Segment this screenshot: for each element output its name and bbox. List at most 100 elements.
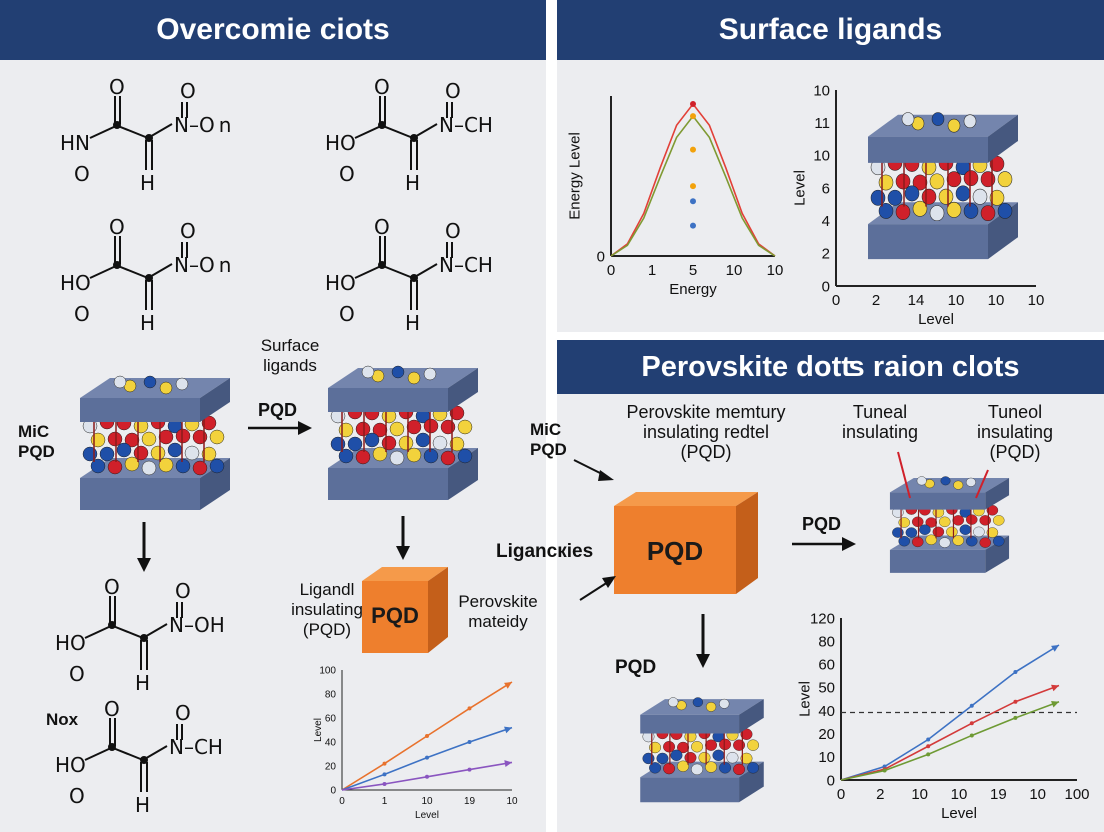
- atom: [175, 458, 191, 474]
- bottom-slab-side: [448, 448, 478, 500]
- bottom-slab-front: [640, 777, 740, 803]
- svg-text:O: O: [374, 75, 390, 99]
- top-slab-side: [200, 378, 230, 422]
- perovskite-crystal-3: [868, 112, 1018, 260]
- series-point: [425, 734, 429, 738]
- y-tick-label: 10: [818, 749, 835, 766]
- arrow-right-left: [248, 421, 312, 435]
- surface-atom: [407, 371, 421, 385]
- molecule-4: O N–CH O HO O H: [325, 215, 493, 335]
- atom: [381, 435, 397, 451]
- svg-text:O: O: [180, 219, 196, 243]
- y-tick-label: 40: [818, 703, 835, 720]
- y-tick-label: 50: [818, 680, 835, 697]
- y-tick-label: 2: [822, 246, 830, 263]
- atom: [90, 458, 106, 474]
- svg-text:O: O: [180, 79, 196, 103]
- atom: [440, 419, 456, 435]
- svg-text:N–O n: N–O n: [174, 253, 231, 277]
- x-tick-label: 0: [339, 796, 345, 807]
- energy-point: [690, 222, 696, 229]
- series-point: [926, 752, 931, 757]
- atom: [449, 436, 465, 452]
- pqd-cube-small-label: PQD: [371, 603, 419, 628]
- atom: [911, 536, 924, 548]
- surface-atom: [692, 697, 704, 708]
- atom: [992, 515, 1005, 526]
- top-slab-front: [889, 492, 986, 510]
- svg-text:O: O: [445, 219, 461, 243]
- atom: [733, 763, 746, 776]
- atom: [192, 429, 208, 445]
- nox-label: Nox: [46, 710, 79, 729]
- left-pqd-arrow-label: PQD: [258, 400, 298, 420]
- series-arrowhead: [1051, 684, 1059, 692]
- atom: [740, 752, 753, 765]
- atom: [116, 442, 132, 458]
- top-slab-side: [988, 114, 1018, 163]
- atom: [372, 446, 388, 462]
- series-point: [969, 721, 974, 726]
- svg-text:H: H: [140, 311, 155, 335]
- energy-point: [690, 101, 696, 107]
- tunnel-insulating-label-2: Tuneol insulating (PQD): [976, 402, 1054, 462]
- y-tick-label: 100: [319, 666, 336, 677]
- atom: [330, 436, 346, 452]
- series-point: [1013, 699, 1018, 704]
- bottom-slab-side: [985, 535, 1010, 573]
- x-tick-label: 10: [948, 292, 965, 309]
- atom: [979, 515, 991, 526]
- atom: [986, 527, 999, 538]
- atom: [364, 432, 380, 448]
- atom: [415, 432, 431, 448]
- x-axis-title: Level: [415, 810, 439, 821]
- atom: [895, 173, 911, 190]
- series-point: [882, 768, 887, 773]
- bottom-slab-side: [988, 202, 1018, 260]
- series-point: [467, 740, 472, 744]
- atom: [905, 527, 918, 538]
- molecule-3: O N–O n O HO O H: [60, 215, 231, 335]
- atom: [719, 762, 732, 774]
- svg-text:O: O: [104, 697, 120, 721]
- atom: [938, 537, 951, 548]
- energy-point: [690, 198, 696, 205]
- bottom-slab-side: [200, 458, 230, 510]
- svg-text:HO: HO: [55, 753, 86, 777]
- series-point: [425, 774, 429, 779]
- y-tick-label: 0: [597, 248, 605, 265]
- atom: [898, 535, 910, 547]
- atom: [878, 203, 894, 219]
- surface-atom: [931, 112, 945, 126]
- perovskite-crystal-5: [640, 697, 764, 803]
- atom: [925, 534, 937, 545]
- surface-atom: [940, 476, 951, 486]
- atom: [925, 517, 937, 528]
- top-slab-front: [640, 714, 740, 734]
- atom: [423, 448, 439, 464]
- x-tick-label: 2: [872, 292, 880, 309]
- molecule-2: O N–CH O HO O H: [325, 75, 493, 195]
- bottom-slab-side: [739, 761, 764, 803]
- atom: [649, 741, 662, 754]
- series-arrowhead: [1051, 645, 1059, 652]
- atom: [747, 739, 760, 751]
- surface-atom: [705, 701, 717, 712]
- y-tick-label: 60: [818, 657, 835, 674]
- atom: [973, 526, 985, 538]
- tunnel-insulating-label-1: Tuneal insulating: [841, 402, 919, 442]
- energy-point: [690, 146, 696, 153]
- surface-atom: [175, 377, 189, 391]
- atom: [642, 752, 655, 765]
- svg-text:O: O: [109, 215, 125, 239]
- x-tick-label: 10: [1028, 292, 1045, 309]
- series-line-1: [840, 644, 1060, 781]
- svg-text:O: O: [104, 575, 120, 599]
- series-point: [467, 767, 472, 772]
- perovskite-crystal-2: [328, 365, 478, 500]
- x-tick-label: 10: [911, 786, 928, 803]
- atom: [133, 445, 149, 461]
